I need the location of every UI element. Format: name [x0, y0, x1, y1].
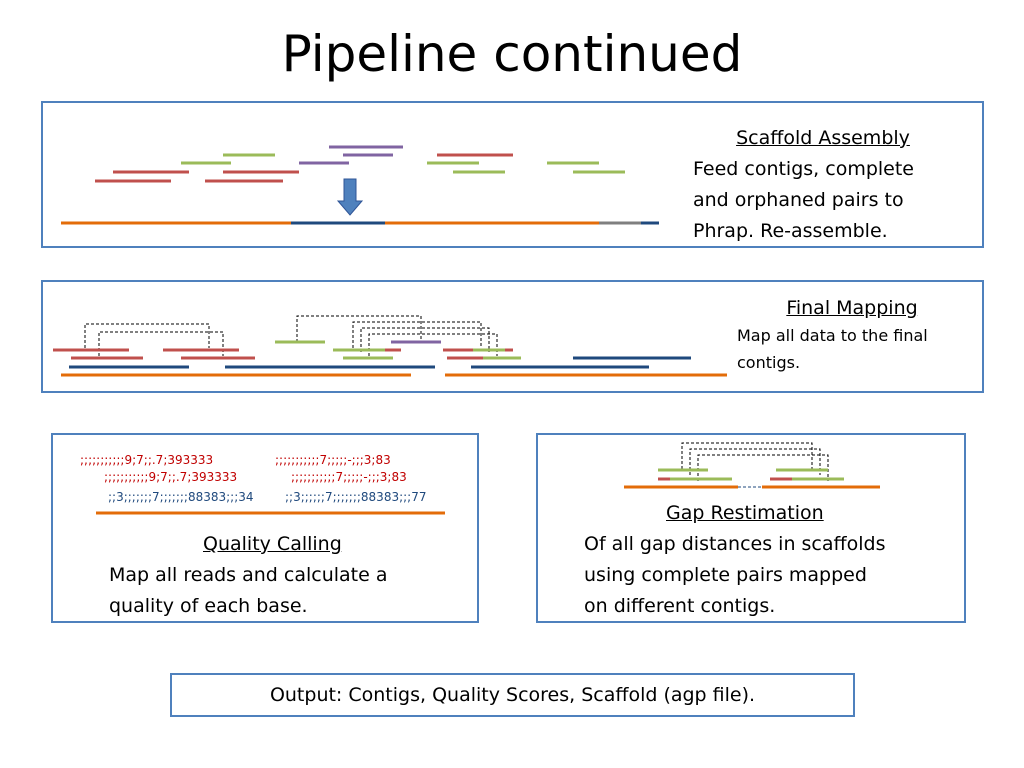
quality-seq-red: ;;;;;;;;;;;9;7;;.7;393333 — [104, 470, 238, 484]
gap-restimation-diagram — [624, 442, 880, 489]
quality-text-line: Map all reads and calculate a — [109, 564, 388, 586]
scaffold-text-line: Phrap. Re-assemble. — [693, 220, 888, 242]
gap-text-line: on different contigs. — [584, 595, 776, 617]
quality-seq-blue: ;;3;;;;;;;7;;;;;;;88383;;;34 — [108, 490, 254, 504]
output-text: Output: Contigs, Quality Scores, Scaffol… — [269, 684, 756, 706]
scaffold-assembly-panel: Scaffold Assembly Feed contigs, complete… — [41, 101, 984, 248]
scaffold-text-line: and orphaned pairs to — [693, 189, 904, 211]
quality-seq-red: ;;;;;;;;;;;7;;;;;-;;;3;83 — [275, 453, 391, 467]
quality-seq-red: ;;;;;;;;;;;9;7;;.7;393333 — [80, 453, 214, 467]
quality-text-line: quality of each base. — [109, 595, 308, 617]
final-mapping-text-line: Map all data to the final — [737, 326, 928, 345]
page-title: Pipeline continued — [281, 25, 743, 83]
gap-text-line: Of all gap distances in scaffolds — [584, 533, 886, 555]
pair-links — [84, 315, 498, 356]
final-mapping-panel: Final Mapping Map all data to the final … — [41, 280, 984, 393]
scaffold-heading: Scaffold Assembly — [736, 127, 910, 149]
quality-seq-blue: ;;3;;;;;;7;;;;;;;88383;;;77 — [285, 490, 427, 504]
output-box: Output: Contigs, Quality Scores, Scaffol… — [170, 673, 855, 717]
quality-calling-panel: ;;;;;;;;;;;9;7;;.7;393333 ;;;;;;;;;;;7;;… — [51, 433, 479, 623]
gap-text-line: using complete pairs mapped — [584, 564, 867, 586]
final-mapping-diagram — [53, 315, 727, 377]
quality-heading: Quality Calling — [203, 533, 342, 555]
quality-seq-red: ;;;;;;;;;;;7;;;;;-;;;3;83 — [291, 470, 407, 484]
gap-heading: Gap Restimation — [666, 502, 824, 524]
scaffold-assembly-diagram — [61, 145, 659, 225]
final-mapping-text-line: contigs. — [737, 353, 801, 372]
gap-restimation-panel: Gap Restimation Of all gap distances in … — [536, 433, 966, 623]
final-mapping-heading: Final Mapping — [786, 297, 918, 319]
down-arrow-icon — [336, 178, 364, 216]
scaffold-text-line: Feed contigs, complete — [693, 158, 914, 180]
